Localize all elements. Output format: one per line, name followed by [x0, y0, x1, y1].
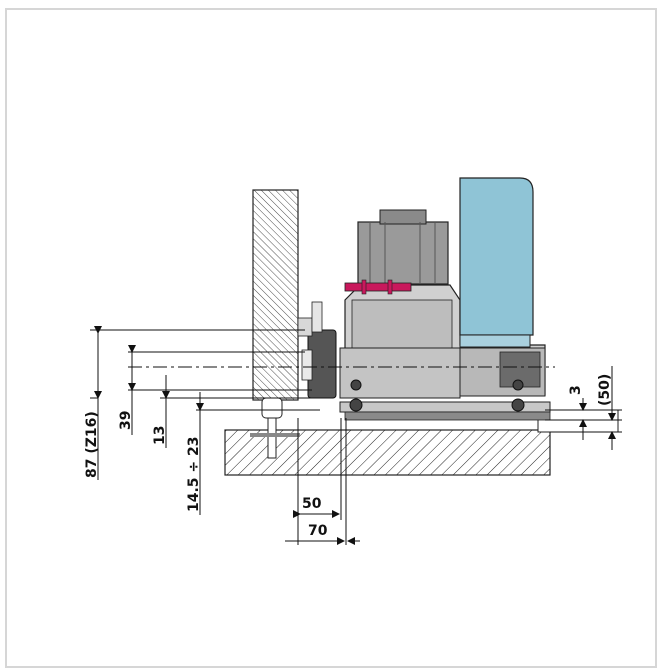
dim-label-50: 50	[302, 496, 322, 512]
wheel-rail	[261, 397, 283, 419]
gate-wall	[252, 189, 299, 401]
dim-label-39: 39	[118, 411, 134, 430]
dim-label-87: 87 (Z16)	[84, 411, 100, 478]
motor-cap	[379, 209, 427, 225]
dim-label-3: 3	[568, 385, 584, 395]
ground-line-grey	[250, 433, 300, 437]
bolt-left	[349, 398, 363, 412]
dim-label-13: 13	[152, 426, 168, 445]
cover-lower	[459, 334, 531, 348]
base-plate-grey	[344, 411, 551, 421]
ground-slab	[224, 429, 551, 476]
motor-inner-block	[351, 299, 453, 349]
gearbox	[339, 347, 461, 399]
dim-label-70: 70	[308, 523, 328, 539]
wheel-stem	[267, 417, 277, 459]
limit-bracket	[344, 282, 412, 292]
rack-bracket	[297, 317, 313, 337]
dim-label-50-base: (50)	[597, 374, 613, 406]
installation-diagram: 87 (Z16) 39 13 14.5 ÷ 23 3 (50) 50 70	[84, 177, 622, 545]
dim-label-range: 14.5 ÷ 23	[186, 436, 202, 512]
bolt-right	[511, 398, 525, 412]
control-cover	[459, 177, 534, 336]
